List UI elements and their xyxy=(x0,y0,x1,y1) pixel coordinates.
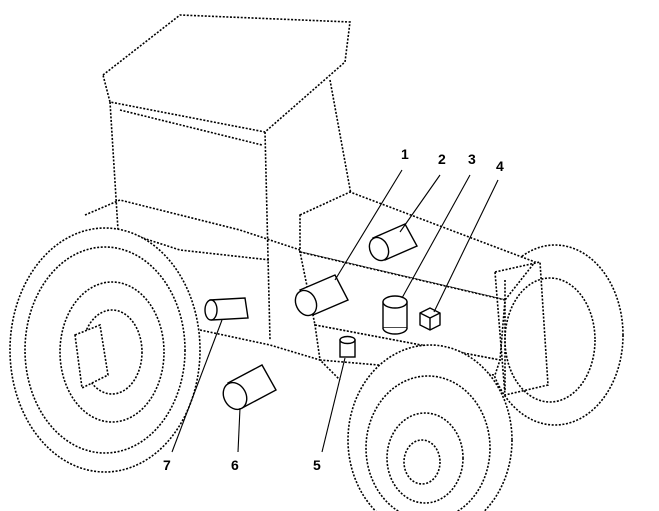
component-7 xyxy=(204,297,249,321)
callout-1: 1 xyxy=(401,146,409,162)
component-1 xyxy=(294,274,349,317)
callout-5: 5 xyxy=(313,457,321,473)
cab xyxy=(84,14,353,341)
component-3 xyxy=(382,295,408,335)
component-2 xyxy=(368,223,418,262)
callout-4: 4 xyxy=(496,158,504,174)
component-4 xyxy=(419,307,441,331)
frame xyxy=(199,329,341,381)
callout-7: 7 xyxy=(163,457,171,473)
leader-lines xyxy=(171,169,499,453)
callout-3: 3 xyxy=(468,151,476,167)
callout-6: 6 xyxy=(231,457,239,473)
rear-left-wheel xyxy=(9,227,201,473)
component-6 xyxy=(222,364,277,411)
callout-2: 2 xyxy=(438,151,446,167)
front-left-wheel xyxy=(347,344,513,511)
component-5 xyxy=(339,335,356,358)
